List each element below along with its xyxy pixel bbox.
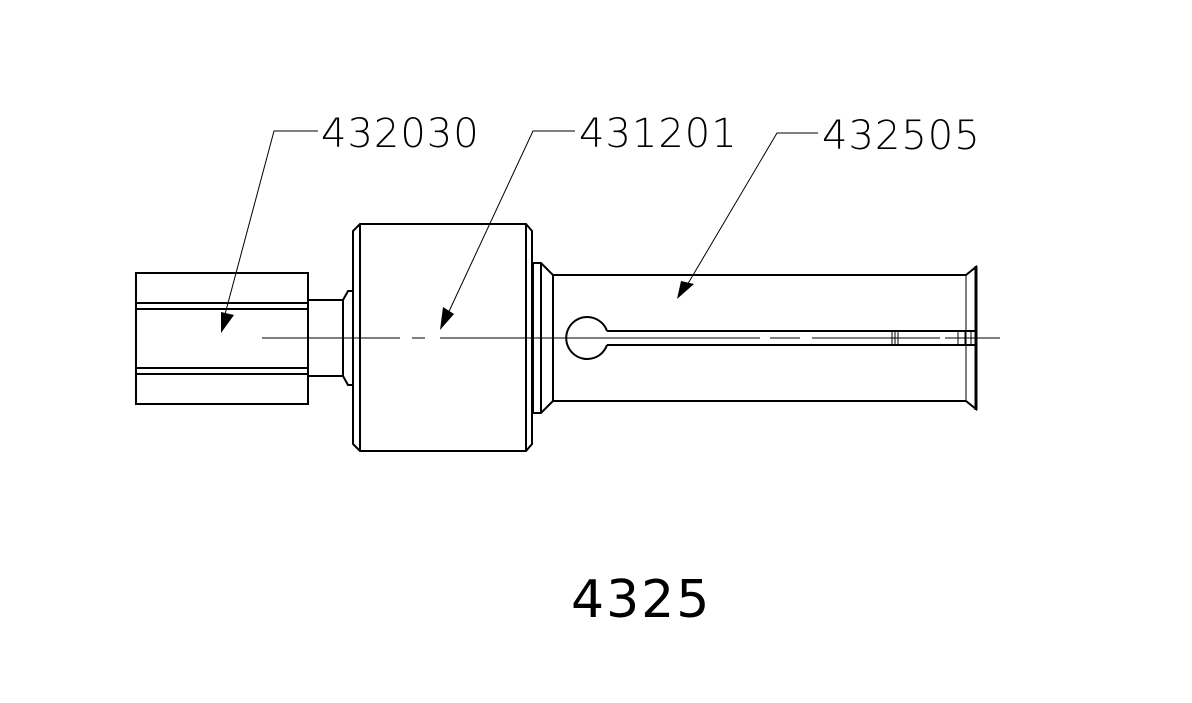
arrowhead-432505-icon — [677, 281, 694, 299]
callout-label-431201: 431201 — [579, 111, 738, 157]
leader-432505 — [682, 132, 818, 293]
arrowhead-431201-icon — [440, 307, 454, 330]
arrowhead-432030-icon — [221, 312, 234, 333]
assembly-number: 4325 — [571, 570, 711, 630]
part-432505-sleeve — [552, 264, 978, 412]
callout-label-432505: 432505 — [822, 113, 981, 159]
leader-432030 — [223, 130, 318, 319]
leader-431201 — [444, 130, 575, 321]
callout-label-432030: 432030 — [321, 111, 480, 157]
